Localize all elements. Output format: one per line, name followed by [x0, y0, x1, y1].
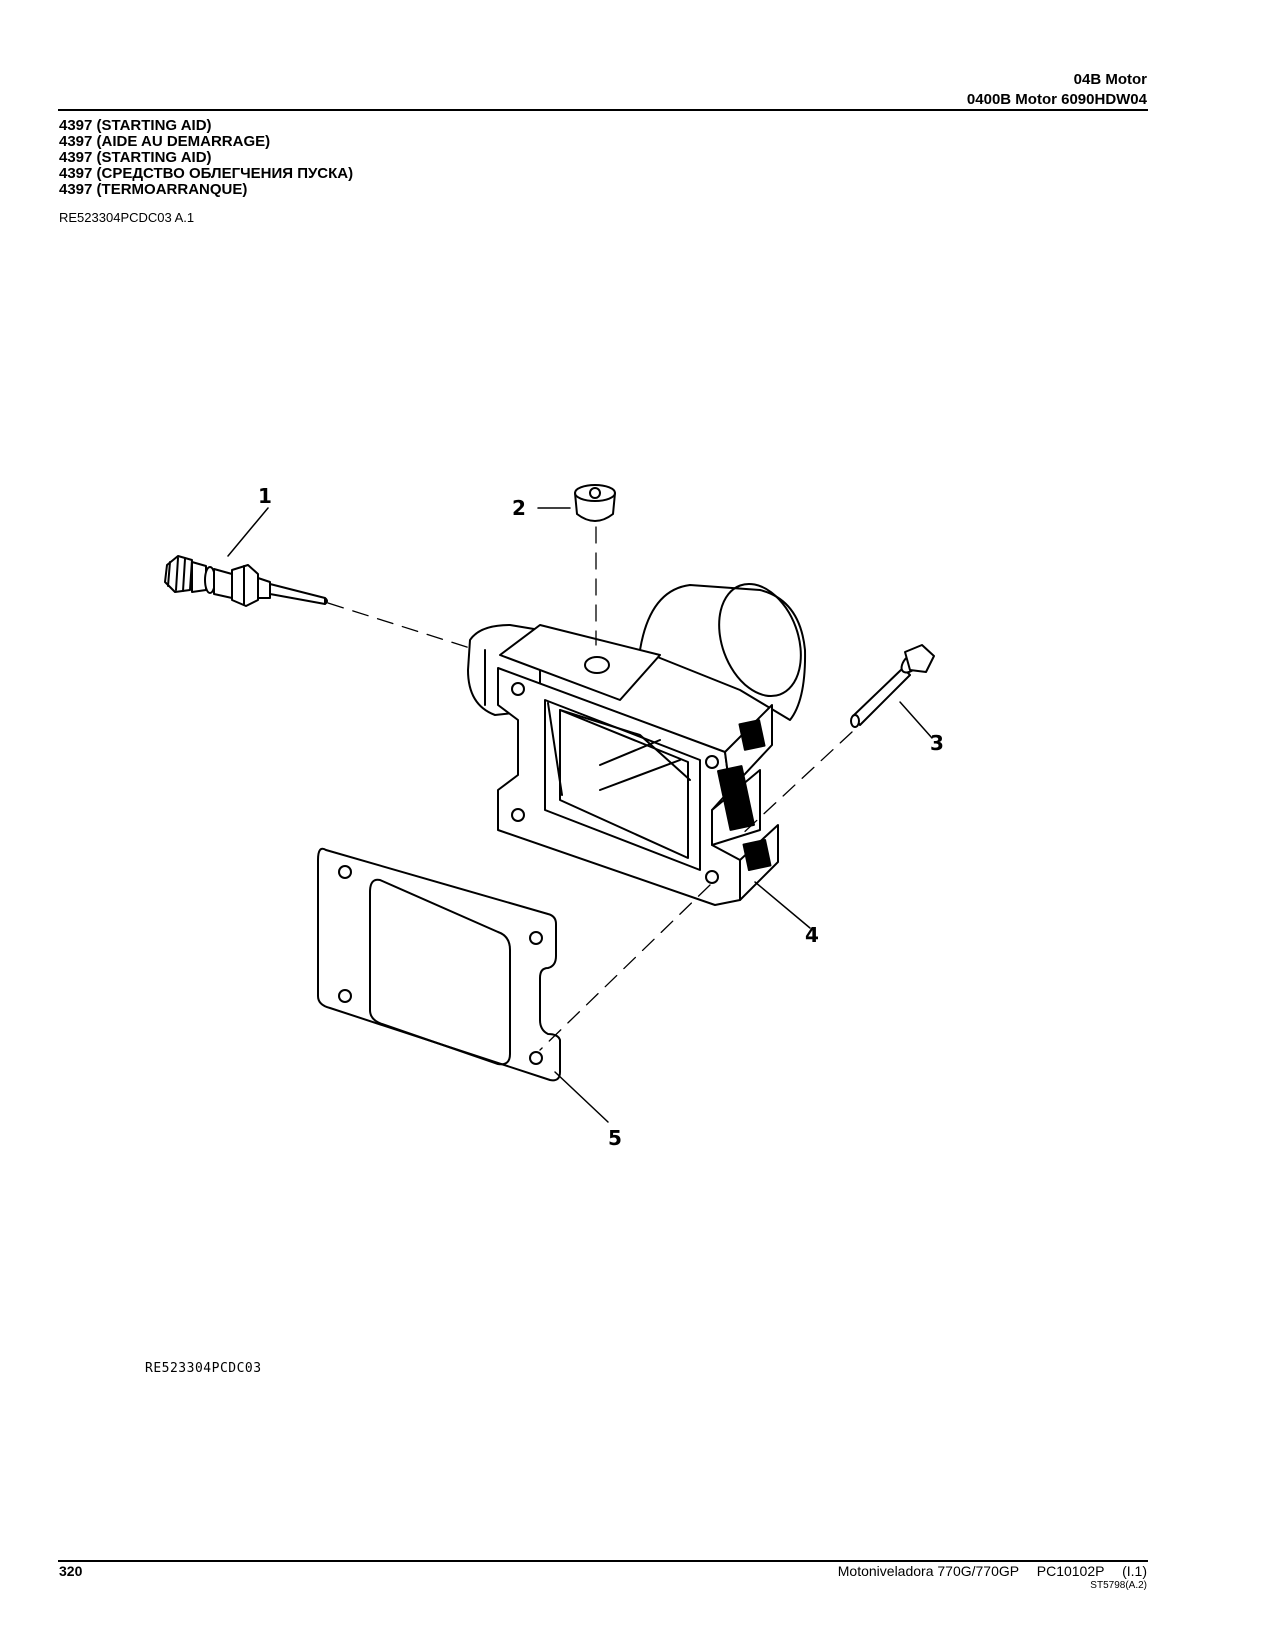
callout-4: 4	[805, 923, 819, 947]
callout-3: 3	[930, 731, 944, 755]
callout-2: 2	[512, 496, 526, 520]
figure-label: RE523304PCDC03	[145, 1361, 262, 1376]
title-ru: 4397 (СРЕДСТВО ОБЛЕГЧЕНИЯ ПУСКА)	[59, 165, 354, 182]
part-1-starting-aid-sensor	[164, 555, 328, 607]
title-en: 4397 (STARTING AID)	[59, 117, 212, 134]
header-section: 04B Motor	[1073, 71, 1147, 88]
part-4-housing	[467, 582, 807, 906]
title-fr: 4397 (AIDE AU DEMARRAGE)	[59, 133, 271, 150]
callout-5: 5	[608, 1126, 622, 1150]
part-2-plug	[574, 484, 616, 522]
machine-name: Motoniveladora 770G/770GP	[837, 1563, 1019, 1579]
header-rule	[58, 109, 1148, 111]
title-es: 4397 (TERMOARRANQUE)	[59, 181, 248, 198]
callout-1: 1	[258, 484, 272, 508]
figure-reference: RE523304PCDC03 A.1	[59, 210, 195, 225]
part-3-bolt	[850, 644, 935, 728]
document-stamp: ST5798(A.2)	[1090, 1580, 1147, 1591]
header-subsection: 0400B Motor 6090HDW04	[966, 91, 1147, 108]
part-5-gasket	[317, 847, 561, 1082]
page-header: 04B Motor 0400B Motor 6090HDW04	[967, 70, 1147, 110]
catalog-number: PC10102P	[1036, 1563, 1105, 1579]
page-number: 320	[59, 1563, 83, 1579]
footer-rule	[58, 1560, 1148, 1562]
revision: (I.1)	[1122, 1563, 1147, 1579]
title-en-2: 4397 (STARTING AID)	[59, 149, 212, 166]
section-titles: 4397 (STARTING AID) 4397 (AIDE AU DEMARR…	[59, 118, 353, 198]
publication-info: Motoniveladora 770G/770GP PC10102P (I.1)	[838, 1563, 1147, 1579]
